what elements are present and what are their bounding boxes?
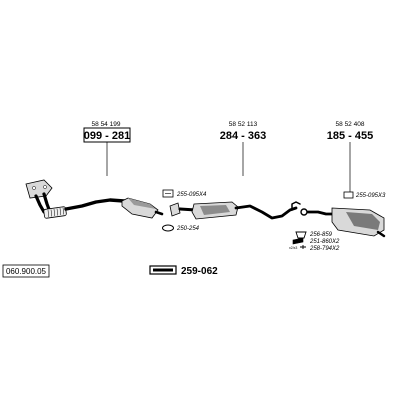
front-clamp-group: 255-095X4 250-254 (162, 189, 207, 232)
document-code-text: 060.900.05 (6, 267, 47, 276)
clamp-icon (162, 189, 174, 198)
flange-hole (43, 185, 47, 189)
clamp-icon-rear (343, 191, 354, 199)
part-number-rear: 185 - 455 (327, 130, 373, 142)
ref-bracket-1: 251-860X2 (309, 239, 340, 245)
flex-joint (43, 206, 67, 219)
ref-bracket-2: 258-794X2 (309, 246, 340, 252)
flex-joint-ribs (47, 207, 65, 218)
mid-inlet-flange (169, 202, 181, 217)
mounting-kit-icon-inner (153, 268, 173, 272)
manifold-flange (25, 179, 53, 199)
callout-front-section: 58 54 199 099 - 281 (83, 121, 131, 176)
rear-silencer-shade (346, 212, 380, 230)
part-number-front: 099 - 281 (84, 130, 130, 142)
rear-tailpipe (376, 230, 386, 238)
callout-middle-section: 58 52 113 284 - 363 (220, 121, 266, 176)
sealing-ring-icon (162, 224, 174, 232)
document-code-box (2, 264, 50, 278)
catalyst-outlet (154, 210, 164, 216)
accessory-kit: 259-062 (149, 265, 218, 277)
rear-inlet-pipe (306, 210, 336, 216)
mid-hanger (291, 201, 301, 211)
ref-clamp-rear: 255-095X3 (355, 193, 386, 199)
pipe-to-catalyst (64, 198, 126, 211)
middle-silencer-section (169, 201, 301, 220)
ref-ring-front: 250-254 (176, 226, 200, 232)
rear-mounting-parts: 256-859 251-860X2 x2/x3 258-794X2 (289, 231, 340, 252)
rubber-mount-icon (295, 231, 307, 239)
catalyst-shade (128, 198, 156, 209)
catalytic-converter (121, 197, 164, 219)
oem-number-front: 58 54 199 (92, 121, 121, 128)
rear-inlet-ring (300, 208, 308, 216)
bracket-icon-2 (300, 245, 306, 249)
bracket-icon-1 (292, 237, 304, 245)
middle-silencer-shade (200, 205, 230, 215)
part-number-middle: 284 - 363 (220, 130, 266, 142)
catalyst-body (121, 197, 159, 219)
rear-silencer-section: 255-095X3 (300, 191, 386, 238)
front-manifold-pipe (25, 179, 126, 219)
ref-rubber-mount: 256-859 (309, 232, 333, 238)
oem-number-middle: 58 52 113 (229, 121, 258, 128)
document-code: 060.900.05 (2, 264, 50, 278)
callout-rear-section: 58 52 408 185 - 455 (327, 121, 373, 192)
down-pipe-a (34, 194, 46, 214)
ref-clamp-front: 255-095X4 (176, 192, 207, 198)
oem-number-rear: 58 52 408 (336, 121, 365, 128)
mid-outlet-pipe (234, 204, 298, 220)
accessory-part-number: 259-062 (181, 266, 218, 277)
ref-bracket-2-prefix: x2/x3 (289, 246, 297, 250)
flange-hole (32, 186, 36, 190)
